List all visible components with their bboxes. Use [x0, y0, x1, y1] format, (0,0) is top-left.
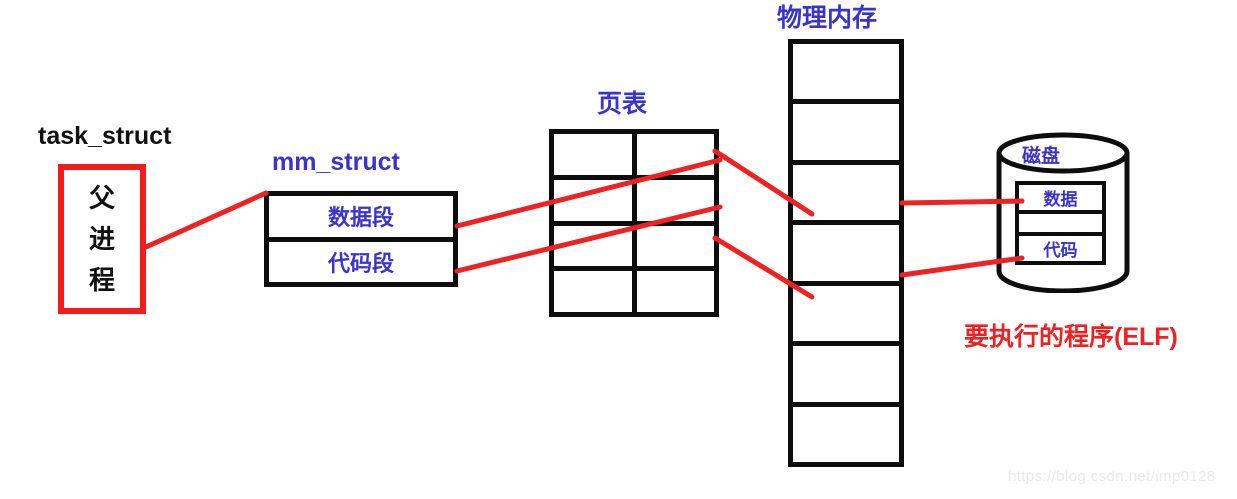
- page-table-row: [554, 220, 715, 267]
- physical-memory-label: 物理内存: [777, 4, 878, 32]
- connector-task-to-mm: [143, 190, 269, 250]
- page-table-row: [554, 266, 714, 312]
- task-struct-label: task_struct: [38, 122, 172, 150]
- page-table-cell: [554, 226, 632, 267]
- physical-memory-column: [788, 39, 904, 467]
- physical-memory-row: [793, 44, 899, 99]
- task-struct-char-1: 进: [88, 224, 115, 254]
- mm-struct-box: 数据段 代码段: [264, 191, 458, 287]
- disk-label: 磁盘: [1022, 146, 1061, 167]
- page-table-grid: [549, 129, 719, 317]
- page-table-cell: [554, 180, 632, 221]
- physical-memory-row: [793, 280, 899, 341]
- page-table-cell: [631, 134, 715, 175]
- disk-row-code: 代码: [1019, 232, 1102, 261]
- physical-memory-row: [793, 159, 899, 220]
- mm-struct-label: mm_struct: [272, 148, 400, 176]
- mm-struct-segment-data: 数据段: [327, 205, 394, 231]
- page-table-cell: [631, 225, 715, 267]
- page-table-cell: [631, 179, 715, 221]
- program-note-label: 要执行的程序(ELF): [964, 323, 1178, 351]
- page-table-row: [554, 134, 714, 175]
- disk-row-data: 数据: [1043, 190, 1078, 209]
- page-table-cell: [631, 271, 715, 312]
- physical-memory-row: [793, 99, 899, 159]
- page-table-cell: [554, 134, 632, 175]
- mm-struct-segment-code: 代码段: [269, 236, 453, 283]
- task-struct-char-2: 程: [88, 265, 115, 295]
- physical-memory-row: [793, 401, 899, 462]
- task-struct-char-0: 父: [88, 183, 115, 213]
- physical-memory-row: [793, 220, 899, 280]
- watermark: https://blog.csdn.net/imp0128: [1008, 468, 1216, 485]
- page-table-label: 页表: [597, 90, 648, 118]
- disk-table: 数据 代码: [1015, 181, 1106, 265]
- physical-memory-row: [793, 341, 899, 401]
- disk-row-empty: [1019, 210, 1102, 232]
- page-table-row: [554, 174, 715, 221]
- task-struct-box: 父 进 程: [58, 164, 146, 314]
- page-table-cell: [554, 271, 632, 312]
